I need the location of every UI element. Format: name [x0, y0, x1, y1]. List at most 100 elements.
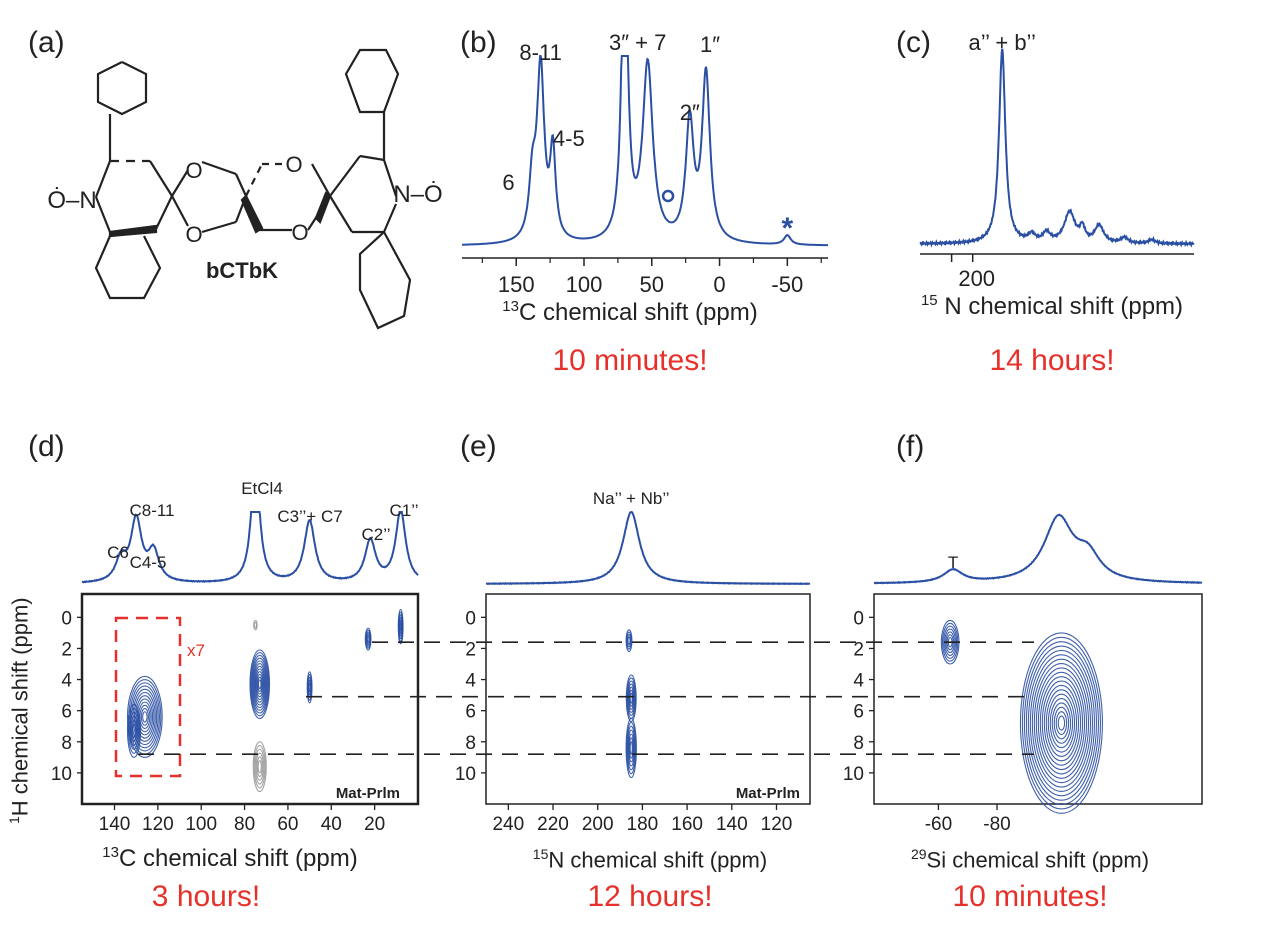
panel-d-peak-label-2: C4-5 — [130, 553, 167, 572]
panel-d-contour-2 — [257, 679, 262, 690]
panel-f-y-tick-label-5: 10 — [843, 764, 864, 785]
panel-b-peak-label-6: 1″ — [700, 32, 720, 57]
panel-f-contour-1 — [1045, 689, 1078, 757]
panel-e-y-tick-label-4: 8 — [465, 733, 476, 754]
panel-d-contour-0 — [131, 685, 159, 749]
panel-f-contour-1 — [1049, 698, 1074, 749]
panel-d-x-tick-label-0: 140 — [99, 814, 131, 835]
panel-d-contour-7 — [253, 619, 258, 631]
panel-b-axis-rest: C chemical shift (ppm) — [518, 299, 758, 326]
panel-d-plot-frame — [80, 592, 420, 806]
panel-f-contour-1 — [1019, 632, 1103, 814]
panel-d-peak-label-1: C8-11 — [129, 501, 174, 520]
panel-f-y-tick-label-2: 4 — [853, 671, 864, 692]
panel-e-x-tick-label-4: 160 — [671, 814, 703, 835]
panel-f-contour-1 — [1039, 676, 1084, 771]
panel-e-x-tick-label-0: 240 — [492, 814, 524, 835]
panel-f-contour-1 — [1033, 662, 1090, 784]
panel-b-tick-label-0: 150 — [498, 272, 535, 297]
panel-d-x-tick-label-6: 20 — [364, 814, 385, 835]
panel-e-x-tick-label-5: 140 — [716, 814, 748, 835]
panel-d-contour-2 — [250, 652, 270, 717]
panel-b-tick-label-2: 50 — [640, 272, 664, 297]
panel-e-x-tick-label-3: 180 — [627, 814, 659, 835]
panel-c-axis-title: 15 N chemical shift (ppm) — [921, 292, 1183, 321]
panel-e-contour-1 — [627, 683, 635, 713]
panel-e-y-tick-label-1: 2 — [465, 639, 476, 660]
panel-d-peak-label-5: C2’’ — [362, 525, 391, 544]
panel-d-contour-2 — [252, 660, 267, 709]
panel-c-axis-rest: N chemical shift (ppm) — [937, 293, 1184, 320]
panel-d-contour-2 — [254, 668, 265, 700]
panel-e-axis-sup: 15 — [532, 846, 549, 862]
panel-d-contour-1 — [128, 711, 140, 750]
panel-f-contour-1 — [1047, 693, 1076, 753]
panel-d-time: 3 hours! — [151, 880, 261, 913]
panel-d-y-tick-label-2: 4 — [61, 671, 72, 692]
panel-d-contour-2 — [255, 671, 264, 698]
panel-d-contour-2 — [250, 654, 269, 714]
panel-d-x-tick-label-1: 120 — [142, 814, 174, 835]
panel-d-contour-6 — [257, 760, 262, 774]
panel-e-y-tick-label-0: 0 — [465, 608, 476, 629]
panel-e-contour-2 — [625, 717, 637, 779]
panel-e-x-tick-label-2: 200 — [582, 814, 614, 835]
panel-e-plot-frame — [485, 593, 811, 805]
panel-e-contour-2 — [628, 733, 635, 763]
panel-d-contour-6 — [254, 748, 265, 785]
panel-e-contour-0 — [625, 629, 633, 653]
panel-d-contour-0 — [129, 682, 161, 752]
panel-b-peak-label-1: 4-5 — [553, 126, 585, 151]
panel-e-contour-0 — [626, 631, 632, 650]
panel-e-projection-trace — [485, 510, 811, 586]
nitroxide-right-label: N–Ȯ — [393, 180, 442, 208]
panel-d-contour-2 — [251, 657, 268, 711]
panel-c-axis-sup: 15 — [920, 292, 938, 309]
panel-b-axis-title: 13C chemical shift (ppm) — [502, 298, 757, 327]
panel-d-y-tick-label-4: 8 — [61, 733, 72, 754]
panel-f-axis-rest: Si chemical shift (ppm) — [926, 847, 1150, 873]
panel-e-contour-2 — [628, 737, 634, 759]
guide-lines — [138, 641, 1034, 756]
panel-f-axis-title: 29Si chemical shift (ppm) — [911, 846, 1149, 873]
panel-e-contour-1 — [628, 686, 635, 710]
panel-a-label: (a) — [28, 26, 65, 59]
panel-d-scaled-region — [114, 616, 182, 778]
panel-b-trace — [462, 55, 829, 247]
panel-e-contour-2 — [629, 741, 633, 755]
chemical-structure — [94, 48, 412, 330]
panel-e-axis-rest: N chemical shift (ppm) — [548, 847, 768, 873]
panel-e-contour-2 — [626, 725, 636, 771]
panel-d-scale-label: x7 — [187, 641, 205, 660]
panel-d-label: (d) — [28, 430, 65, 463]
panel-b-tick-label-4: -50 — [771, 272, 803, 297]
panel-e-axis-title: 15N chemical shift (ppm) — [533, 846, 767, 873]
panel-f-contour-1 — [1043, 684, 1080, 762]
panel-e-y-tick-label-5: 10 — [455, 764, 476, 785]
panel-d-y-tick-label-3: 6 — [61, 702, 72, 723]
panel-d-contour-4 — [366, 635, 370, 643]
panel-d-contour-0 — [135, 695, 155, 739]
panel-c-peak-label-0: a’’ + b’’ — [968, 30, 1035, 55]
panel-e-contour-2 — [627, 729, 635, 767]
panel-f-y-tick-label-1: 2 — [853, 639, 864, 660]
panel-d-peak-label-6: C1’’ — [390, 501, 419, 520]
panel-f-contour-1 — [1023, 641, 1099, 806]
panel-c-label: (c) — [896, 26, 931, 59]
panel-e-y-tick-label-2: 4 — [465, 671, 476, 692]
panel-d-contour-7 — [253, 621, 258, 629]
panel-d-contour-2 — [257, 676, 263, 692]
panel-f-contour-1 — [1025, 645, 1098, 801]
panel-f-contour-1 — [1037, 671, 1086, 775]
panel-b-tick-label-1: 100 — [566, 272, 603, 297]
panel-f-contour-1 — [1051, 702, 1072, 744]
panel-d-contour-1 — [127, 707, 141, 754]
panel-d-contour-1 — [130, 719, 138, 742]
